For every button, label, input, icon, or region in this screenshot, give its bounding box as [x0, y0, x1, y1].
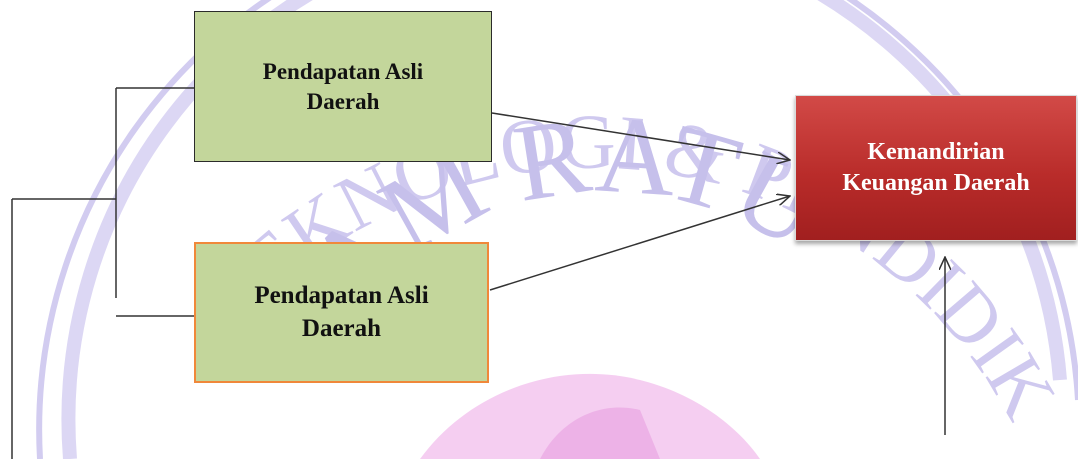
node-label-line2: Keuangan Daerah	[842, 170, 1030, 196]
arrow-pad2-to-kemandirian	[489, 196, 790, 291]
node-label-line1: Pendapatan Asli	[254, 282, 429, 309]
arrow-pad1-to-kemandirian	[491, 112, 790, 160]
node-label-line1: Pendapatan Asli	[262, 58, 424, 84]
node-label-line2: Daerah	[301, 314, 382, 342]
node-kemandirian-keuangan-daerah: Kemandirian Keuangan Daerah	[795, 95, 1077, 241]
node-pendapatan-asli-daerah-2: Pendapatan Asli Daerah	[194, 242, 489, 383]
node-label-line2: Daerah	[306, 88, 380, 114]
node-pendapatan-asli-daerah-1: Pendapatan Asli Daerah	[194, 11, 492, 162]
node-label-line1: Kemandirian	[867, 138, 1005, 165]
